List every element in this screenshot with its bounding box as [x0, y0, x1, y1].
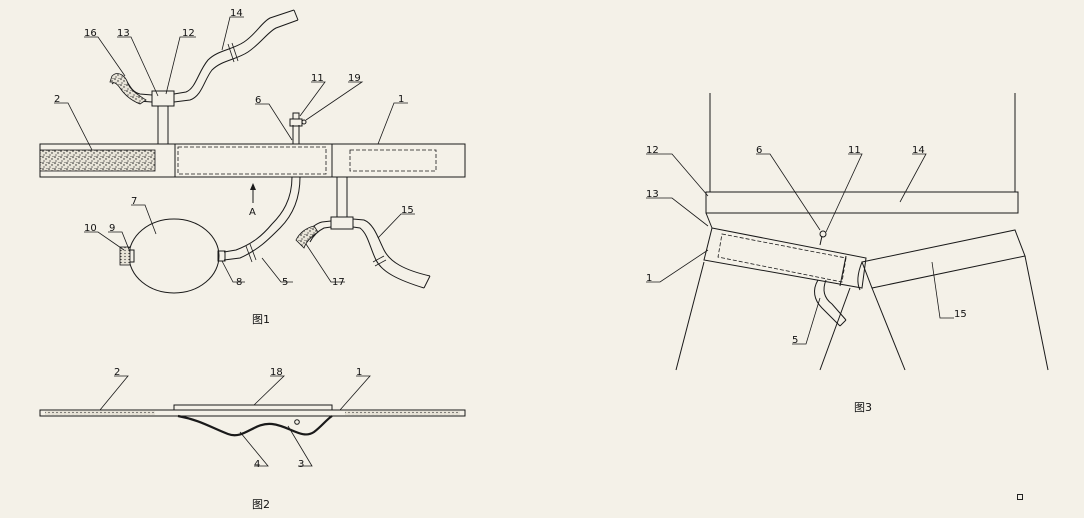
figure-3: [646, 93, 1049, 371]
tube-part-15: [861, 229, 1026, 289]
fig1-label-6: 6: [255, 95, 261, 106]
fig2-label-2: 2: [114, 367, 120, 378]
fig3-label-13: 13: [646, 189, 659, 200]
fig1-label-7: 7: [131, 196, 137, 207]
fig3-label-14: 14: [912, 145, 925, 156]
bulb-part-7: [128, 218, 220, 294]
fig1-caption: 图1: [252, 313, 270, 326]
fig3-label-15: 15: [954, 309, 967, 320]
fig1-label-2: 2: [54, 94, 60, 105]
fig3-label-6: 6: [756, 145, 762, 156]
fig1-label-1: 1: [398, 94, 404, 105]
fig1-label-10: 10: [84, 223, 97, 234]
fig3-caption: 图3: [854, 401, 872, 414]
fig2-label-3: 3: [298, 459, 304, 470]
fig3-label-12: 12: [646, 145, 659, 156]
band-part-14: [705, 191, 1019, 214]
fig1-label-A: A: [249, 207, 256, 218]
fig2-label-4: 4: [254, 459, 260, 470]
fig3-label-5: 5: [792, 335, 798, 346]
fig1-label-5: 5: [282, 277, 288, 288]
fig3-label-11: 11: [848, 145, 861, 156]
pad-part-4: [177, 414, 333, 437]
fig2-label-18: 18: [270, 367, 283, 378]
fig2-label-1: 1: [356, 367, 362, 378]
fig3-label-1: 1: [646, 273, 652, 284]
fig1-label-16: 16: [84, 28, 97, 39]
corner-marker: [1017, 494, 1023, 500]
fig1-label-12: 12: [182, 28, 195, 39]
connector-part-12: [151, 90, 175, 107]
fig1-label-8: 8: [236, 277, 242, 288]
sponge-part-2: [39, 149, 156, 172]
strap-part-1-worn: [703, 227, 867, 289]
figure-1: [39, 9, 466, 294]
fig2-caption: 图2: [252, 498, 270, 511]
fig1-label-11: 11: [311, 73, 324, 84]
fig1-label-13: 13: [117, 28, 130, 39]
fig1-label-9: 9: [109, 223, 115, 234]
fig1-label-19: 19: [348, 73, 361, 84]
fig1-label-17: 17: [332, 277, 345, 288]
figure-2: [39, 375, 466, 467]
plate-part-18: [173, 404, 333, 411]
fig1-label-14: 14: [230, 8, 243, 19]
fig1-label-15: 15: [401, 205, 414, 216]
